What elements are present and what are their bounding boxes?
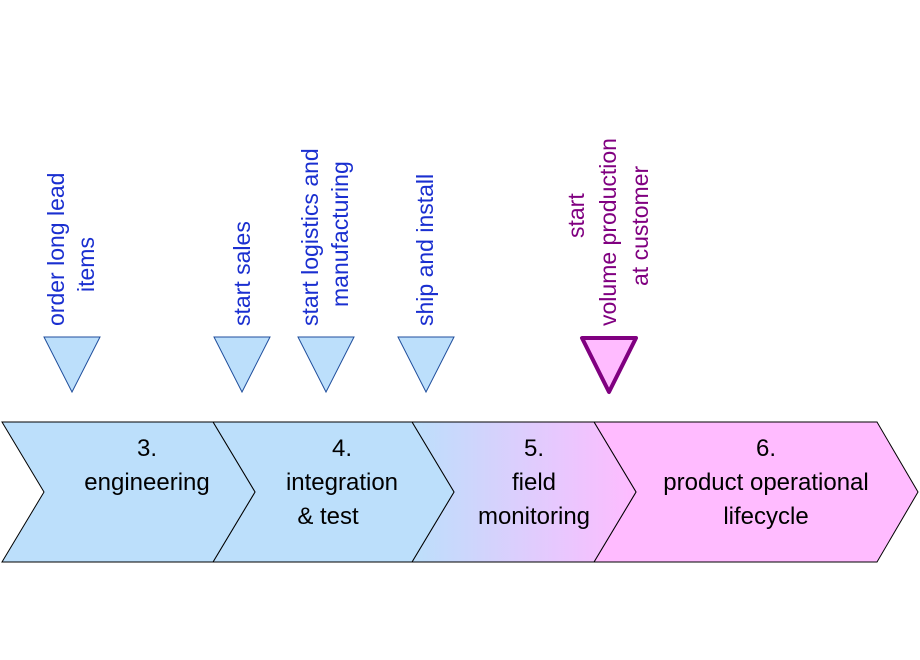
- milestone-label-line: manufacturing: [327, 161, 353, 307]
- phase-chevron-3: [1, 421, 256, 563]
- milestone-label-line: items: [73, 237, 99, 292]
- milestone-triangle-icon: [43, 336, 101, 394]
- phase-label-6: 6. product operational lifecycle: [663, 435, 868, 530]
- milestone-label-start-sales: start sales: [229, 221, 255, 326]
- milestone-triangle-purple-icon: [580, 336, 638, 394]
- milestone-label-ship-install: ship and install: [412, 174, 438, 326]
- phase-number: 3.: [137, 435, 157, 462]
- phase-number: 4.: [332, 435, 352, 462]
- phase-label-3: 3. engineering: [84, 435, 209, 496]
- milestone-triangle-icon: [213, 336, 271, 394]
- phase-name-line: integration: [286, 469, 398, 496]
- phase-name-line: engineering: [84, 469, 209, 496]
- milestone-label-line: volume production: [595, 138, 621, 326]
- phase-name-line: & test: [297, 503, 359, 530]
- milestone-label-order-long-lead: order long lead items: [43, 173, 99, 326]
- milestone-label-line: ship and install: [412, 174, 438, 326]
- milestone-label-line: start sales: [229, 221, 255, 326]
- phase-name-line: monitoring: [478, 503, 590, 530]
- milestone-triangle-icon: [397, 336, 455, 394]
- phase-number: 6.: [756, 435, 776, 462]
- milestone-label-line: start logistics and: [297, 148, 323, 326]
- phase-name-line: field: [512, 469, 556, 496]
- milestone-label-line: order long lead: [43, 173, 69, 326]
- milestone-label-start-logistics: start logistics and manufacturing: [297, 148, 353, 326]
- phase-label-4: 4. integration & test: [286, 435, 398, 530]
- milestone-label-line: at customer: [627, 166, 653, 286]
- milestone-label-start-volume: start volume production at customer: [563, 138, 653, 326]
- phase-label-5: 5. field monitoring: [478, 435, 590, 530]
- milestone-label-line: start: [563, 193, 589, 238]
- milestone-triangle-icon: [297, 336, 355, 394]
- phase-number: 5.: [524, 435, 544, 462]
- phase-name-line: lifecycle: [723, 503, 808, 530]
- phase-name-line: product operational: [663, 469, 868, 496]
